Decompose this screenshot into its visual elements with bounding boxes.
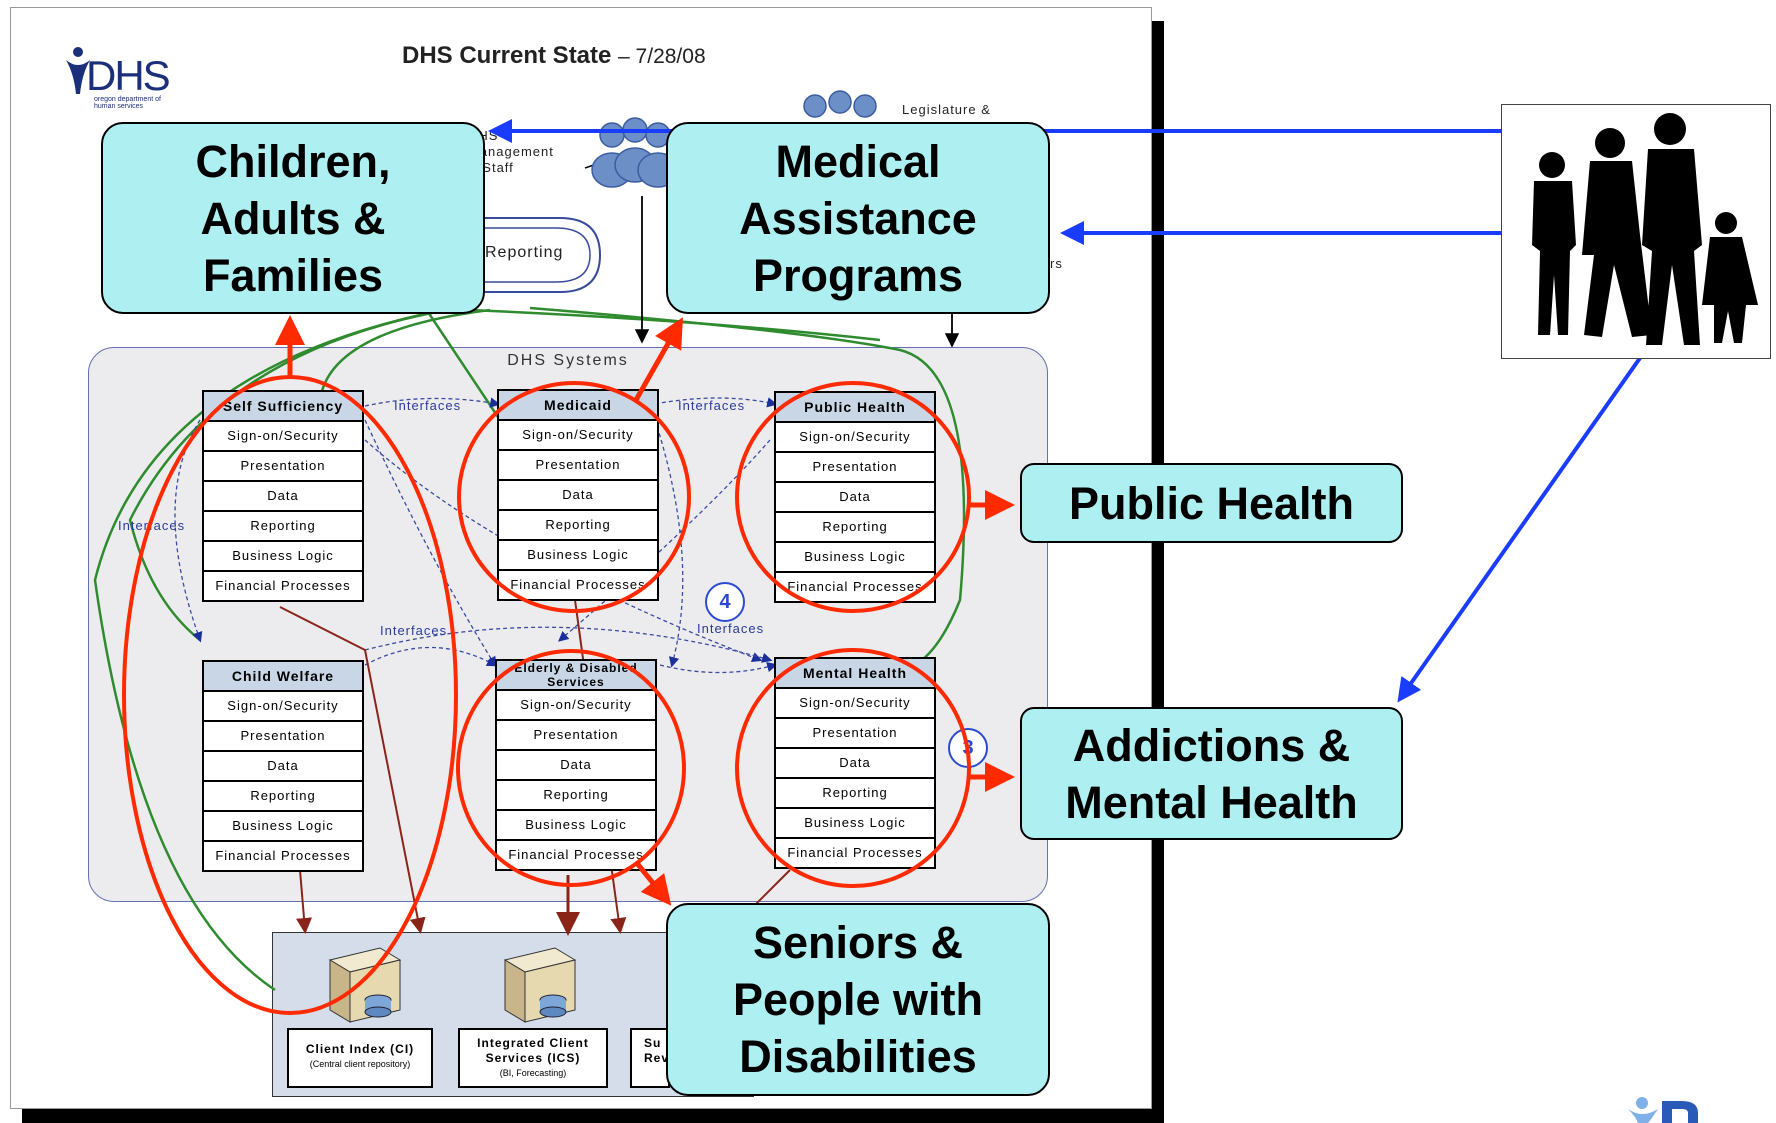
row-business-logic: Business Logic bbox=[497, 811, 655, 841]
callout-medical-assistance: Medical Assistance Programs bbox=[666, 122, 1050, 314]
legislature-label: Legislature & bbox=[902, 102, 991, 117]
red-arrow bbox=[633, 317, 683, 402]
stack-medicaid: Medicaid Sign-on/Security Presentation D… bbox=[497, 389, 659, 601]
stack-mental-health: Mental Health Sign-on/Security Presentat… bbox=[774, 657, 936, 869]
systems-title: DHS Systems bbox=[507, 352, 629, 369]
stack-elderly-disabled: Elderly & Disabled Services Sign-on/Secu… bbox=[495, 659, 657, 871]
row-business-logic: Business Logic bbox=[499, 541, 657, 571]
row-presentation: Presentation bbox=[499, 451, 657, 481]
row-reporting: Reporting bbox=[499, 511, 657, 541]
highlight-oval-left bbox=[122, 375, 458, 1015]
red-arrow bbox=[634, 860, 672, 906]
database-sub: (Central client repository) bbox=[309, 1059, 411, 1069]
row-data: Data bbox=[776, 749, 934, 779]
row-data: Data bbox=[204, 752, 362, 782]
blue-arrow bbox=[1397, 356, 1642, 703]
family-silhouette-icon bbox=[1532, 113, 1758, 345]
row-data: Data bbox=[776, 483, 934, 513]
database-sub: (BI, Forecasting) bbox=[499, 1068, 567, 1078]
row-sign-on: Sign-on/Security bbox=[497, 691, 655, 721]
row-reporting: Reporting bbox=[204, 512, 362, 542]
row-presentation: Presentation bbox=[204, 722, 362, 752]
row-reporting: Reporting bbox=[776, 779, 934, 809]
row-business-logic: Business Logic bbox=[204, 542, 362, 572]
row-financial: Financial Processes bbox=[508, 847, 644, 862]
row-business-logic: Business Logic bbox=[776, 809, 934, 839]
legislature-people-icon bbox=[803, 90, 877, 118]
row-sign-on: Sign-on/Security bbox=[776, 423, 934, 453]
logo-wordmark: DHS bbox=[86, 52, 171, 99]
database-client-index: Client Index (CI) (Central client reposi… bbox=[287, 1028, 433, 1088]
row-sign-on: Sign-on/Security bbox=[204, 422, 362, 452]
title-date: – 7/28/08 bbox=[618, 45, 706, 68]
row-presentation: Presentation bbox=[204, 452, 362, 482]
row-financial: Financial Processes bbox=[215, 848, 351, 863]
callout-seniors-disabilities: Seniors & People with Disabilities bbox=[666, 903, 1050, 1096]
row-presentation: Presentation bbox=[776, 719, 934, 749]
highlight-oval-medicaid bbox=[457, 381, 691, 613]
row-financial: Financial Processes bbox=[510, 577, 646, 592]
row-reporting: Reporting bbox=[204, 782, 362, 812]
row-business-logic: Business Logic bbox=[204, 812, 362, 842]
stack-title: Medicaid bbox=[499, 391, 657, 421]
interfaces-label: Interfaces bbox=[380, 623, 448, 638]
interfaces-label: Interfaces bbox=[697, 621, 765, 636]
callout-addictions-mental-health: Addictions & Mental Health bbox=[1020, 707, 1403, 840]
logo-subtitle: oregon department of human services bbox=[94, 96, 161, 110]
corner-logo-icon bbox=[1628, 1097, 1698, 1123]
row-data: Data bbox=[204, 482, 362, 512]
database-name: Client Index (CI) bbox=[305, 1042, 415, 1056]
row-financial: Financial Processes bbox=[787, 845, 923, 860]
database-ics: Integrated Client Services (ICS) (BI, Fo… bbox=[458, 1028, 608, 1088]
stack-title: Child Welfare bbox=[204, 662, 362, 692]
database-name: Integrated Client Services (ICS) bbox=[477, 1036, 589, 1065]
dhs-logo: DHS oregon department of human services bbox=[58, 40, 178, 110]
stack-public-health: Public Health Sign-on/Security Presentat… bbox=[774, 391, 936, 603]
server-icon bbox=[503, 947, 577, 1023]
interface-lines bbox=[174, 397, 778, 674]
interfaces-label: Interfaces bbox=[678, 398, 746, 413]
row-financial: Financial Processes bbox=[787, 579, 923, 594]
title-text: DHS Current State bbox=[402, 42, 612, 69]
callout-public-health: Public Health bbox=[1020, 463, 1403, 543]
row-data: Data bbox=[497, 751, 655, 781]
highlight-oval-elderly bbox=[456, 649, 686, 887]
row-data: Data bbox=[499, 481, 657, 511]
database-name: Su Rev bbox=[644, 1036, 670, 1065]
family-box bbox=[1501, 104, 1771, 359]
row-reporting: Reporting bbox=[497, 781, 655, 811]
page-title: DHS Current State – 7/28/08 bbox=[402, 42, 706, 70]
highlight-oval-public-health bbox=[735, 381, 971, 613]
callout-children-adults-families: Children, Adults & Families bbox=[101, 122, 485, 314]
interfaces-label: Interfaces bbox=[394, 398, 462, 413]
row-sign-on: Sign-on/Security bbox=[204, 692, 362, 722]
dhs-figure-icon bbox=[66, 47, 90, 94]
reporting-pill bbox=[330, 217, 602, 293]
badge-4: 4 bbox=[705, 582, 745, 622]
stack-title: Public Health bbox=[776, 393, 934, 423]
row-sign-on: Sign-on/Security bbox=[776, 689, 934, 719]
stack-child-welfare: Child Welfare Sign-on/Security Presentat… bbox=[202, 660, 364, 872]
row-reporting: Reporting bbox=[776, 513, 934, 543]
row-presentation: Presentation bbox=[497, 721, 655, 751]
row-sign-on: Sign-on/Security bbox=[499, 421, 657, 451]
stack-self-sufficiency: Self Sufficiency Sign-on/Security Presen… bbox=[202, 390, 364, 602]
server-icon bbox=[328, 947, 402, 1023]
row-financial: Financial Processes bbox=[215, 578, 351, 593]
row-presentation: Presentation bbox=[776, 453, 934, 483]
partners-label: rs bbox=[1050, 256, 1063, 271]
highlight-oval-mental-health bbox=[735, 648, 971, 888]
row-business-logic: Business Logic bbox=[776, 543, 934, 573]
reporting-label: Reporting bbox=[485, 244, 564, 261]
